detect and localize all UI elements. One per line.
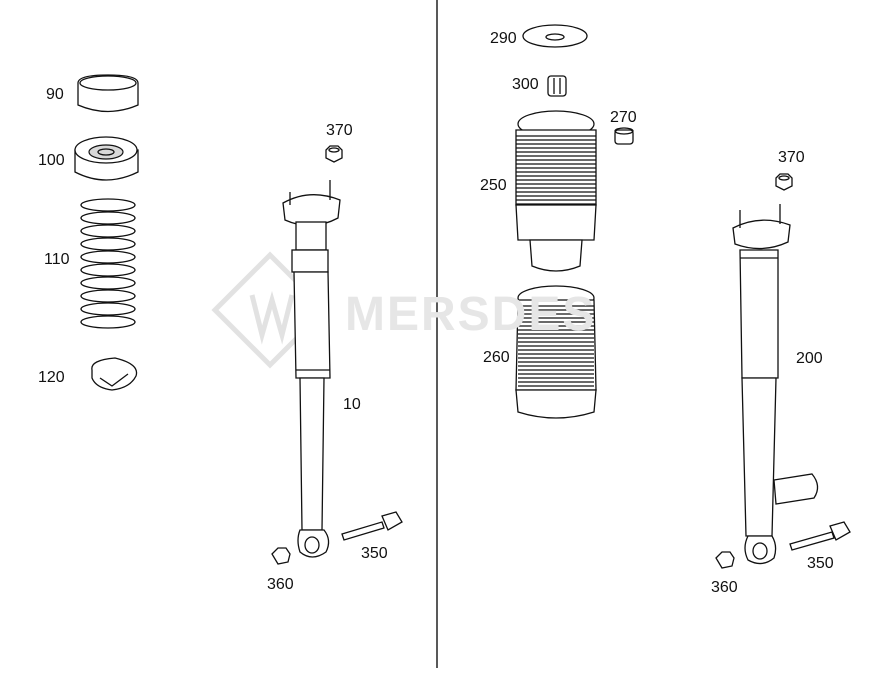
- watermark-text: MERSDES: [345, 288, 597, 341]
- drawing-stroke: [80, 289, 136, 303]
- label-250: 250: [480, 177, 507, 194]
- label-360-left: 360: [267, 576, 294, 593]
- label-360-right: 360: [711, 579, 738, 596]
- part-370-nut-left: [325, 145, 343, 163]
- label-120: 120: [38, 369, 65, 386]
- part-290-washer: [522, 24, 588, 48]
- drawing-stroke: [80, 263, 136, 277]
- part-300-valve: [547, 75, 567, 97]
- part-360-nut-right: [715, 551, 735, 569]
- label-260: 260: [483, 349, 510, 366]
- part-100-spring-seat: [74, 136, 139, 181]
- drawing-stroke: [80, 237, 136, 251]
- label-100: 100: [38, 152, 65, 169]
- drawing-stroke: [80, 198, 136, 212]
- part-10-shock-absorber: [282, 180, 341, 558]
- part-360-nut-left: [271, 547, 291, 565]
- label-370-right: 370: [778, 149, 805, 166]
- label-350-left: 350: [361, 545, 388, 562]
- label-300: 300: [512, 76, 539, 93]
- label-290: 290: [490, 30, 517, 47]
- label-370-left: 370: [326, 122, 353, 139]
- label-270: 270: [610, 109, 637, 126]
- label-200: 200: [796, 350, 823, 367]
- drawing-stroke: [80, 315, 136, 329]
- drawing-stroke: [80, 302, 136, 316]
- label-90: 90: [46, 86, 64, 103]
- part-120-spring-pad: [91, 357, 138, 391]
- part-370-nut-right: [775, 173, 793, 191]
- part-350-bolt-left: [341, 511, 403, 541]
- label-350-right: 350: [807, 555, 834, 572]
- drawing-stroke: [80, 250, 136, 264]
- label-110: 110: [44, 251, 70, 268]
- part-350-bolt-right: [789, 521, 851, 551]
- label-10: 10: [343, 396, 361, 413]
- drawing-stroke: [80, 224, 136, 238]
- part-90-cap: [77, 74, 139, 113]
- part-200-shock-absorber: [732, 204, 819, 565]
- drawing-stroke: [80, 211, 136, 225]
- part-250-air-spring: [515, 110, 597, 272]
- part-110-coil-spring: [80, 198, 136, 329]
- part-260-air-spring-bellows: [515, 285, 597, 419]
- part-270-cap: [614, 127, 634, 145]
- drawing-stroke: [80, 276, 136, 290]
